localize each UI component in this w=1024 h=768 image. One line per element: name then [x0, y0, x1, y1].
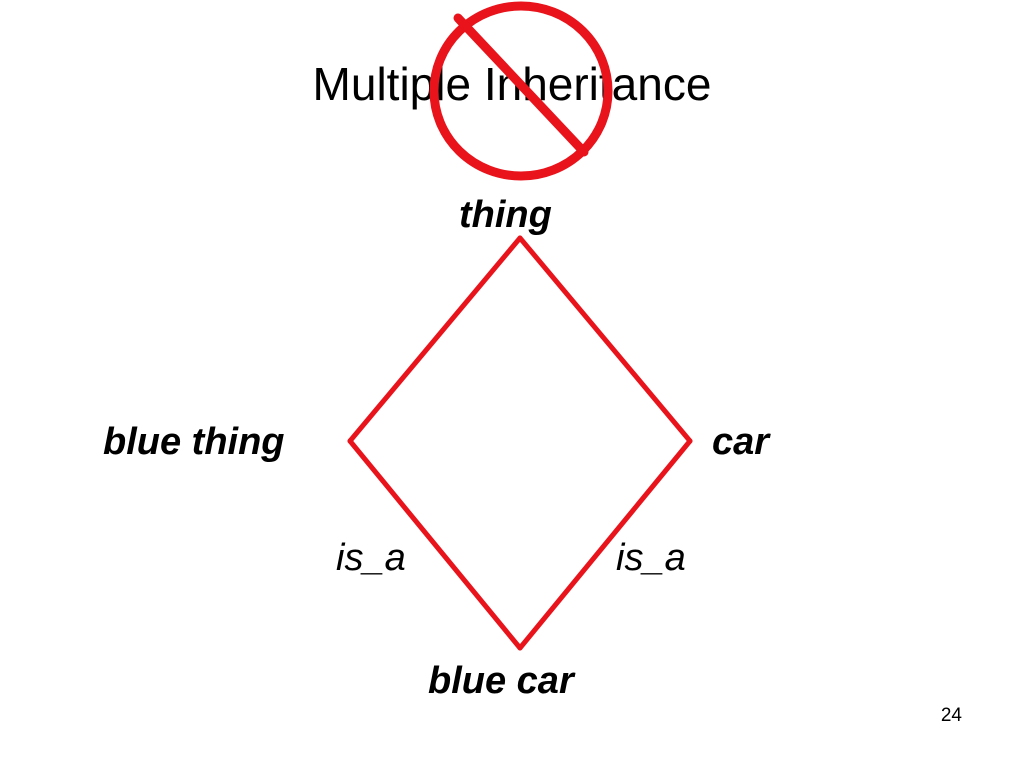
edge-thing-to-blue-thing [347, 235, 523, 444]
page-number: 24 [940, 705, 962, 726]
edge-car-to-blue-car [517, 438, 693, 651]
edge-blue-thing-to-blue-car [347, 438, 523, 651]
slide-title: Multiple Inheritance [312, 58, 712, 110]
edge-label-is-a-left: is_a [336, 537, 406, 579]
edge-label-is-a-right: is_a [616, 537, 686, 579]
node-blue-car: blue car [428, 660, 574, 702]
edge-thing-to-car [517, 235, 693, 444]
no-sign-icon [429, 1, 613, 181]
node-thing: thing [459, 194, 552, 236]
node-car: car [712, 421, 770, 463]
node-blue-thing: blue thing [103, 421, 285, 463]
